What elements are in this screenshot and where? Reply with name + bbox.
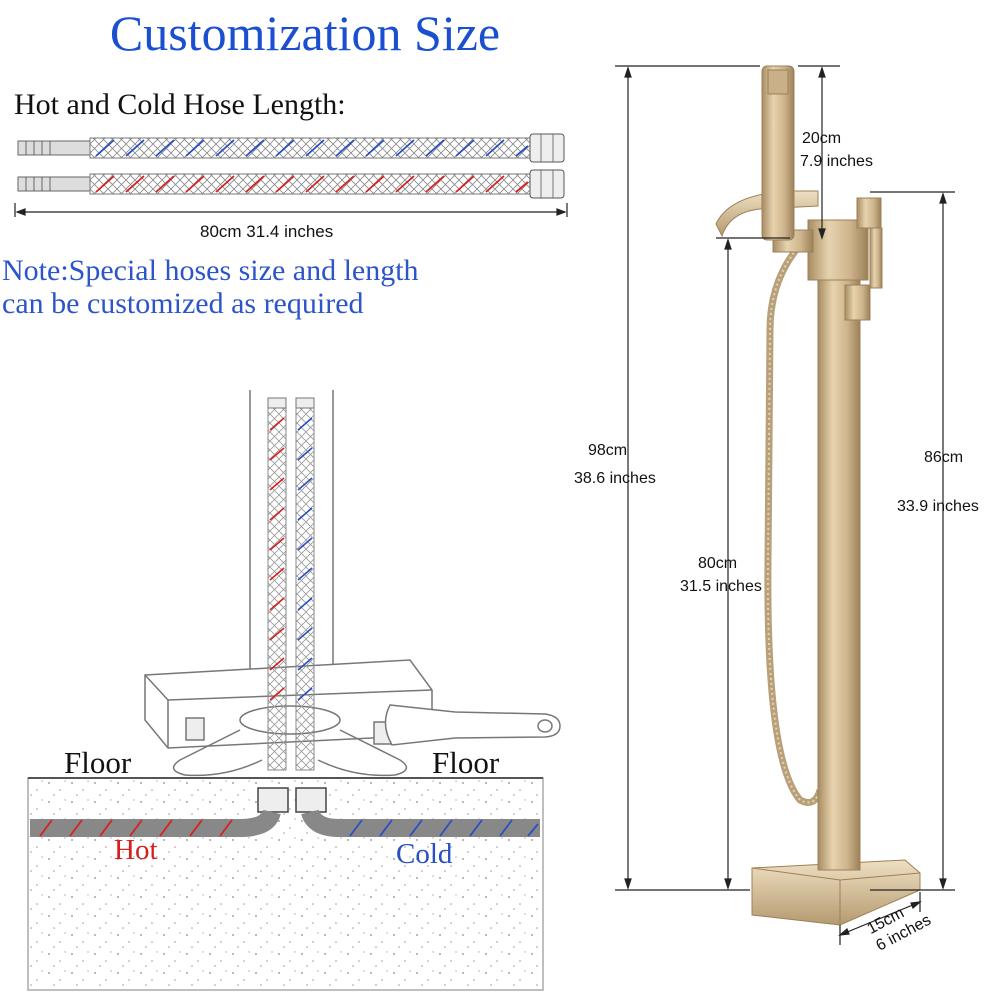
page-title: Customization Size (109, 5, 501, 61)
floor-label-left: Floor (64, 745, 132, 780)
floor-label-right: Floor (432, 745, 500, 780)
total-height-in: 38.6 inches (574, 470, 656, 487)
spout-height-in: 33.9 inches (897, 498, 979, 515)
column-height-in: 31.5 inches (680, 578, 762, 595)
total-height-cm: 98cm (588, 442, 628, 459)
hot-label: Hot (114, 834, 158, 866)
hose-length-heading: Hot and Cold Hose Length: (14, 88, 346, 121)
hose-length-label: 80cm 31.4 inches (200, 222, 334, 241)
note-line-2: can be customized as required (2, 287, 364, 320)
hot-hose-graphic (17, 169, 565, 199)
faucet-graphic (715, 65, 921, 926)
floor-hoses (30, 808, 540, 837)
installation-diagram (27, 390, 561, 991)
column-height-cm: 80cm (698, 555, 738, 572)
spout-height-cm: 86cm (924, 449, 964, 466)
handheld-height-in: 7.9 inches (800, 153, 873, 170)
hose-length-dimension (14, 203, 568, 217)
faucet-dimension-lines (615, 65, 955, 945)
cold-hose-graphic (17, 133, 565, 163)
vertical-hoses (257, 397, 327, 813)
note-line-1: Note:Special hoses size and length (2, 254, 419, 287)
handheld-height-cm: 20cm (802, 130, 842, 147)
cold-label: Cold (396, 838, 453, 870)
